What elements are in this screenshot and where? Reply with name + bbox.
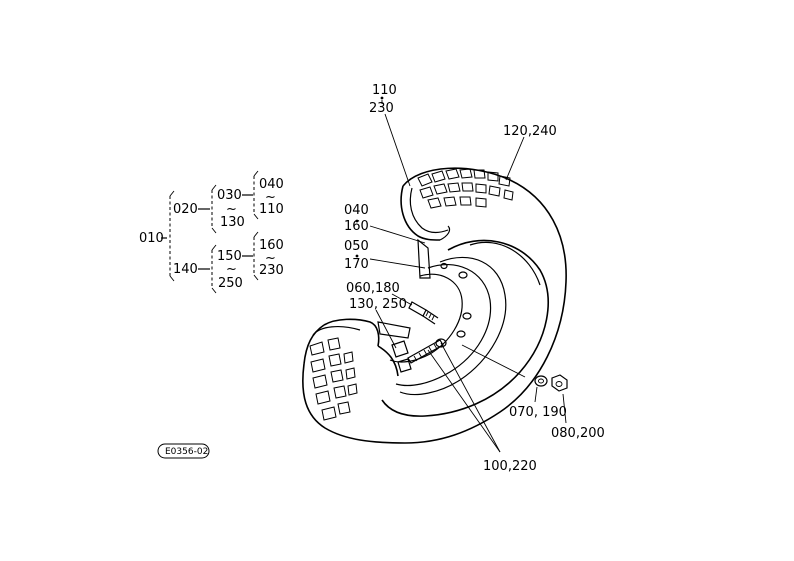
- tree-tilde-2: ~: [265, 190, 276, 205]
- tree-140-label: 140: [173, 262, 198, 277]
- tree-230-label: 230: [259, 263, 284, 278]
- callout-040: 040: [344, 203, 369, 218]
- tree-110-label: 110: [259, 202, 284, 217]
- tree-030-label: 030: [217, 188, 242, 203]
- tree-250-label: 250: [218, 276, 243, 291]
- parts-tree: 010 020 030 ~ 130 040 ~ 110 140 150 ~ 25…: [139, 170, 284, 294]
- callout-060-180: 060,180: [346, 281, 400, 296]
- callouts: 110 230 120,240 040 160 050 170 060,180 …: [344, 83, 605, 474]
- tree-root-label: 010: [139, 231, 164, 246]
- tree-020-label: 020: [173, 202, 198, 217]
- washer-070: [534, 375, 548, 387]
- stud-100: [407, 339, 444, 364]
- callout-050: 050: [344, 239, 369, 254]
- drawing-code-badge: E0356-02: [157, 443, 210, 459]
- tree-040-label: 040: [259, 177, 284, 192]
- lower-tread: [309, 337, 358, 421]
- callout-110: 110: [372, 83, 397, 98]
- tire-outer: [302, 167, 567, 444]
- tree-150-label: 150: [217, 249, 242, 264]
- callout-160: 160: [344, 219, 369, 234]
- valve-bracket-upper: [417, 238, 431, 279]
- bolt-060: [408, 301, 439, 325]
- leader-lines: [355, 96, 567, 453]
- upper-tread: [417, 168, 514, 209]
- drawing-code-text: E0356-02: [165, 447, 208, 457]
- callout-070-190: 070, 190: [509, 405, 567, 420]
- tree-tilde-4: ~: [265, 251, 276, 266]
- tree-tilde-1: ~: [226, 202, 237, 217]
- valve-bracket-lower: [377, 321, 411, 339]
- callout-120-240: 120,240: [503, 124, 557, 139]
- nut-080: [551, 374, 568, 392]
- callout-080-200: 080,200: [551, 426, 605, 441]
- callout-230: 230: [369, 101, 394, 116]
- tree-tilde-3: ~: [226, 262, 237, 277]
- tree-160-label: 160: [259, 238, 284, 253]
- callout-170: 170: [344, 257, 369, 272]
- tree-130-label: 130: [220, 215, 245, 230]
- rim: [399, 256, 507, 396]
- wheel-assembly: [302, 167, 568, 444]
- callout-100-220: 100,220: [483, 459, 537, 474]
- callout-130-250: 130, 250: [349, 297, 407, 312]
